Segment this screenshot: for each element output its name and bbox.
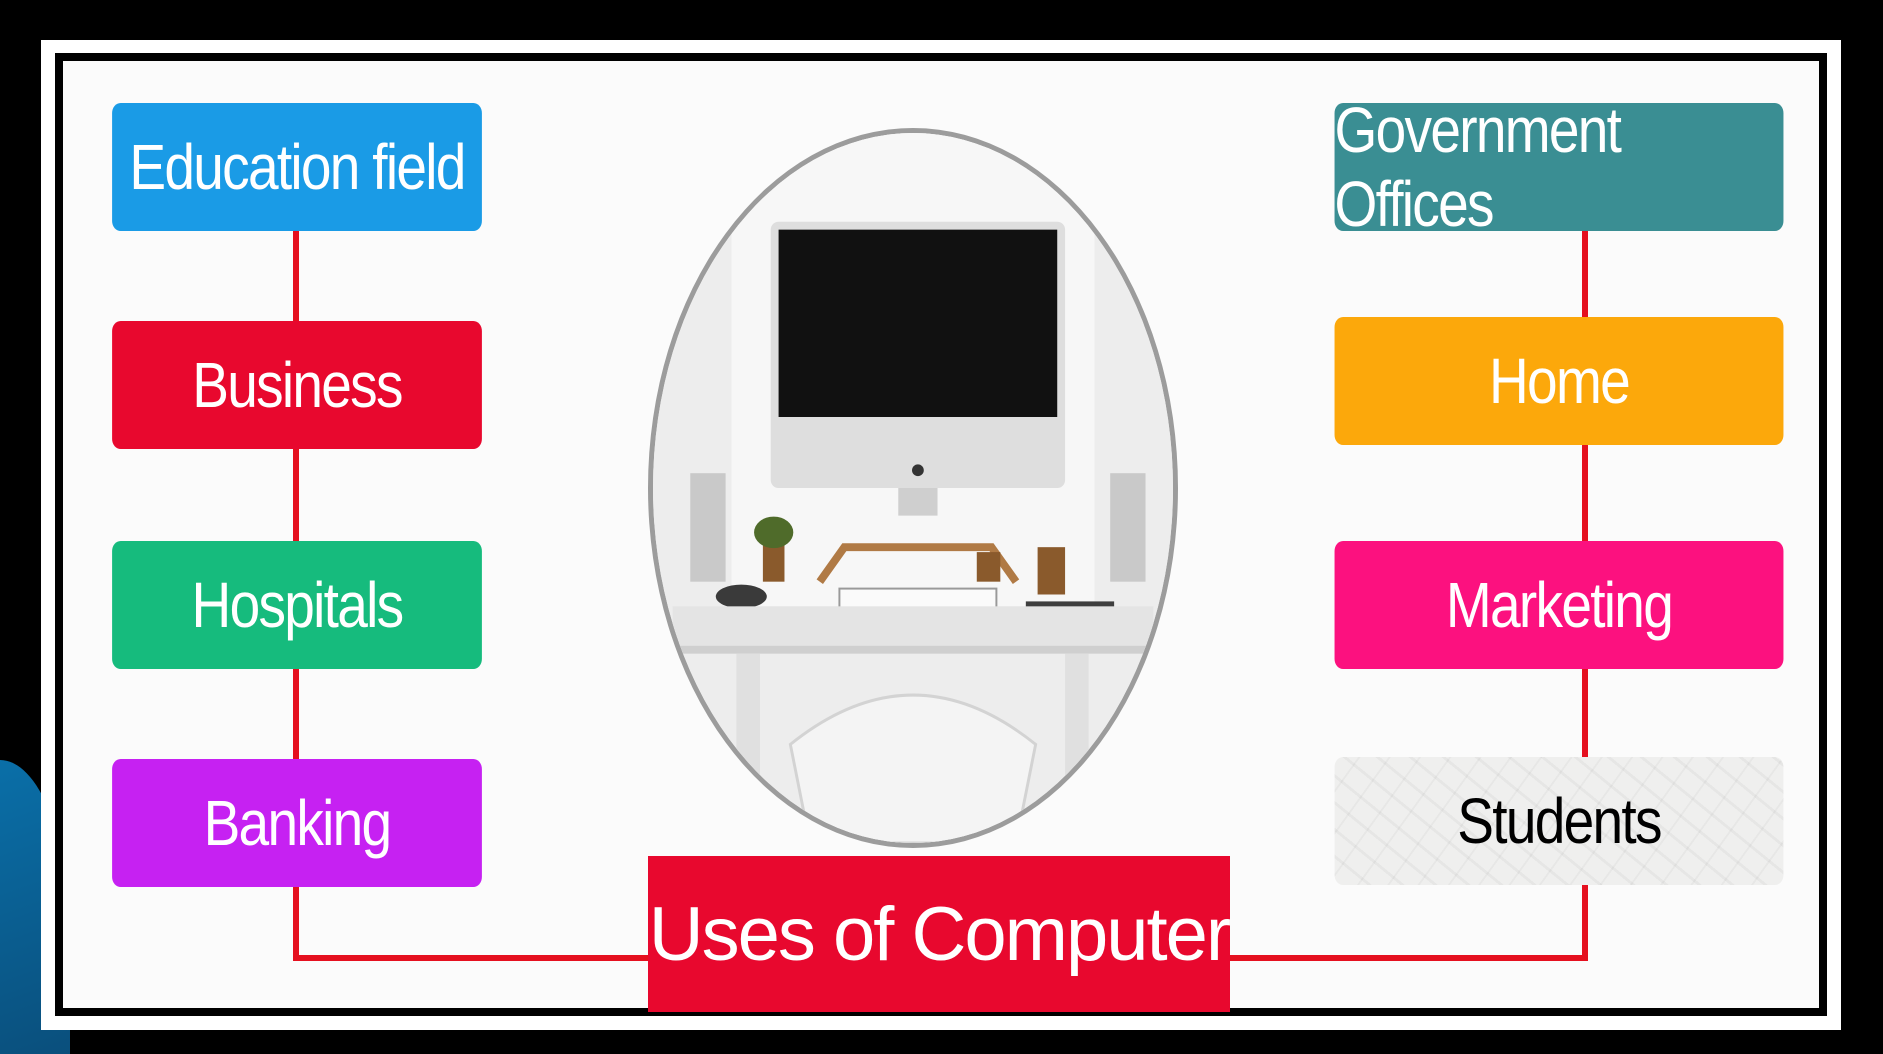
computer-desk-photo: [648, 128, 1178, 848]
category-box-business: Business: [112, 321, 482, 449]
category-box-education: Education field: [112, 103, 482, 231]
category-label-government-offices: Government Offices: [1334, 94, 1622, 240]
category-label-marketing: Marketing: [1445, 569, 1674, 641]
category-box-students: Students: [1334, 757, 1784, 885]
category-label-business: Business: [192, 349, 403, 421]
category-box-marketing: Marketing: [1334, 541, 1784, 669]
center-title-box: Uses of Computer: [648, 856, 1231, 1012]
category-label-students: Students: [1457, 785, 1662, 857]
category-label-home: Home: [1489, 345, 1631, 417]
category-box-hospitals: Hospitals: [112, 541, 482, 669]
center-title-label: Uses of Computer: [648, 891, 1231, 977]
category-box-government-offices: Government Offices: [1334, 94, 1784, 240]
category-label-banking: Banking: [203, 787, 393, 859]
category-label-hospitals: Hospitals: [191, 569, 405, 641]
category-box-banking: Banking: [112, 759, 482, 887]
category-box-home: Home: [1334, 317, 1784, 445]
category-label-education: Education field: [129, 131, 466, 203]
